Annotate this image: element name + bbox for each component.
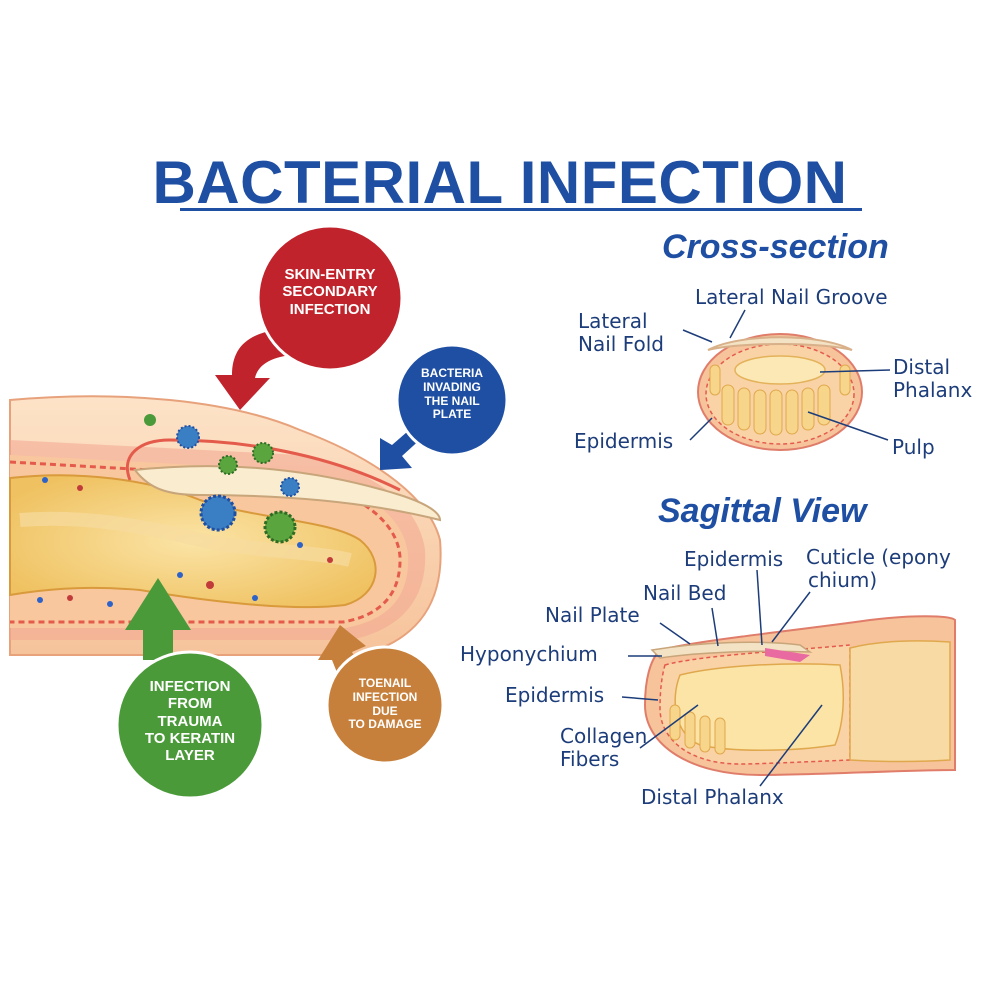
nail-plate-label: BACTERIA INVADING THE NAIL PLATE: [407, 366, 497, 422]
page-title: BACTERIAL INFECTION: [152, 149, 848, 216]
sagittal-diagram: [643, 615, 956, 777]
label-line: Distal: [893, 355, 951, 379]
label-epidermis-top: Epidermis: [684, 547, 784, 571]
label-pulp: Pulp: [892, 435, 935, 459]
tissue-dots: [37, 477, 333, 607]
bubble-line: BACTERIA: [421, 366, 483, 380]
label-line: Collagen: [560, 724, 648, 748]
label-line: Phalanx: [893, 378, 973, 402]
toenail-label: TOENAIL INFECTION DUE TO DAMAGE: [337, 676, 433, 732]
skin-entry-label: SKIN-ENTRY SECONDARY INFECTION: [268, 266, 392, 318]
bubble-line: SECONDARY: [282, 283, 378, 301]
label-line: chium): [808, 568, 878, 592]
bubble-line: LAYER: [165, 747, 215, 764]
bubble-line: SKIN-ENTRY: [284, 266, 376, 283]
bubble-line: TO DAMAGE: [348, 717, 422, 732]
sagittal-leaders: [621, 569, 823, 787]
label-epidermis-cross: Epidermis: [574, 429, 674, 453]
label-cuticle: Cuticle (epony chium): [806, 546, 951, 592]
bubble-line: INVADING: [423, 379, 481, 394]
bacteria-cluster: [144, 414, 300, 544]
label-distal-phalanx-sagittal: Distal Phalanx: [641, 785, 784, 809]
label-epidermis-sagittal: Epidermis: [505, 683, 605, 707]
label-line: Nail Fold: [578, 332, 664, 356]
bubble-line: INFECTION: [149, 678, 231, 695]
nail-plate-callout: [380, 343, 509, 470]
bubble-line: DUE: [372, 703, 398, 718]
label-lateral-nail-groove: Lateral Nail Groove: [695, 285, 888, 309]
skin-entry-callout: [215, 224, 404, 410]
cross-section-leaders: [682, 309, 891, 441]
bubble-line: INFECTION: [289, 300, 371, 318]
label-collagen-fibers: Collagen Fibers: [560, 725, 647, 771]
cross-section-diagram: [697, 333, 863, 451]
sagittal-heading: Sagittal View: [658, 492, 867, 530]
label-distal-phalanx-cross: Distal Phalanx: [893, 356, 972, 402]
title-underline: [180, 208, 862, 211]
toenail-callout: [318, 625, 445, 765]
label-line: Cuticle (epony: [806, 545, 951, 569]
bubble-line: TO KERATIN: [144, 729, 236, 747]
bubble-line: THE NAIL: [424, 393, 480, 408]
label-line: Lateral: [578, 309, 648, 333]
label-hyponychium: Hyponychium: [460, 642, 598, 666]
trauma-label: INFECTION FROM TRAUMA TO KERATIN LAYER: [130, 678, 250, 764]
label-nail-bed: Nail Bed: [643, 581, 727, 605]
label-nail-plate: Nail Plate: [545, 603, 640, 627]
bubble-line: TRAUMA: [157, 712, 223, 730]
bubble-line: FROM: [167, 695, 213, 713]
trauma-callout: [115, 578, 265, 800]
label-lateral-nail-fold: Lateral Nail Fold: [578, 310, 664, 356]
bubble-line: PLATE: [432, 407, 472, 422]
bubble-line: INFECTION: [352, 689, 418, 704]
cross-section-heading: Cross-section: [662, 228, 889, 266]
bubble-line: TOENAIL: [358, 676, 412, 690]
label-line: Fibers: [560, 747, 620, 771]
